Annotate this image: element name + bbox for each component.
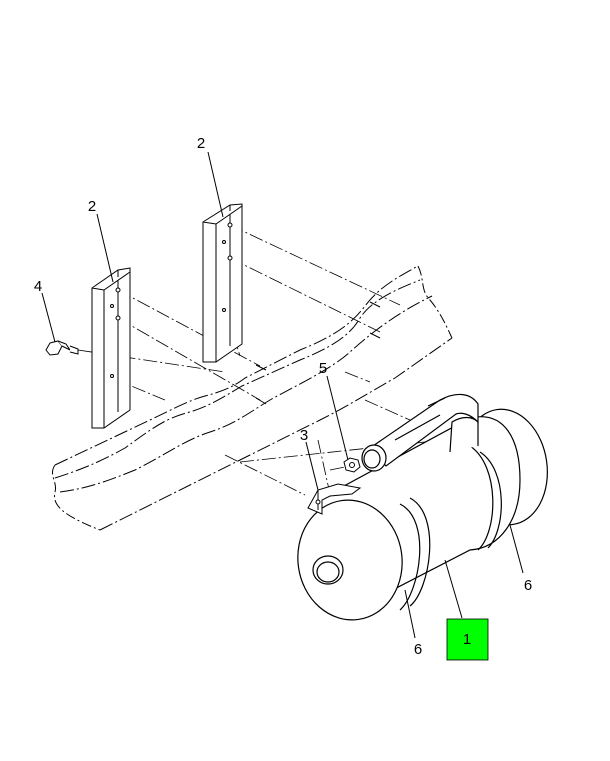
callout-2-lower: 2	[88, 198, 96, 215]
frame-rail	[51, 265, 453, 531]
leader-lines	[41, 151, 524, 639]
clamp	[307, 483, 362, 515]
callout-6-left: 6	[414, 641, 422, 658]
callout-1-highlight[interactable]	[446, 618, 489, 661]
callout-3: 3	[300, 427, 308, 444]
callout-5: 5	[319, 360, 327, 377]
muffler	[297, 408, 548, 621]
rail-holes	[255, 301, 381, 405]
inlet-pipe	[361, 393, 479, 472]
bolt	[45, 340, 79, 356]
callout-6-right: 6	[524, 577, 532, 594]
mounting-bracket-right	[202, 203, 243, 363]
callout-1[interactable]: 1	[463, 631, 471, 648]
mounting-bracket-left	[91, 267, 131, 429]
nut	[343, 457, 361, 473]
callout-4: 4	[34, 278, 42, 295]
callout-2-upper: 2	[197, 135, 205, 152]
